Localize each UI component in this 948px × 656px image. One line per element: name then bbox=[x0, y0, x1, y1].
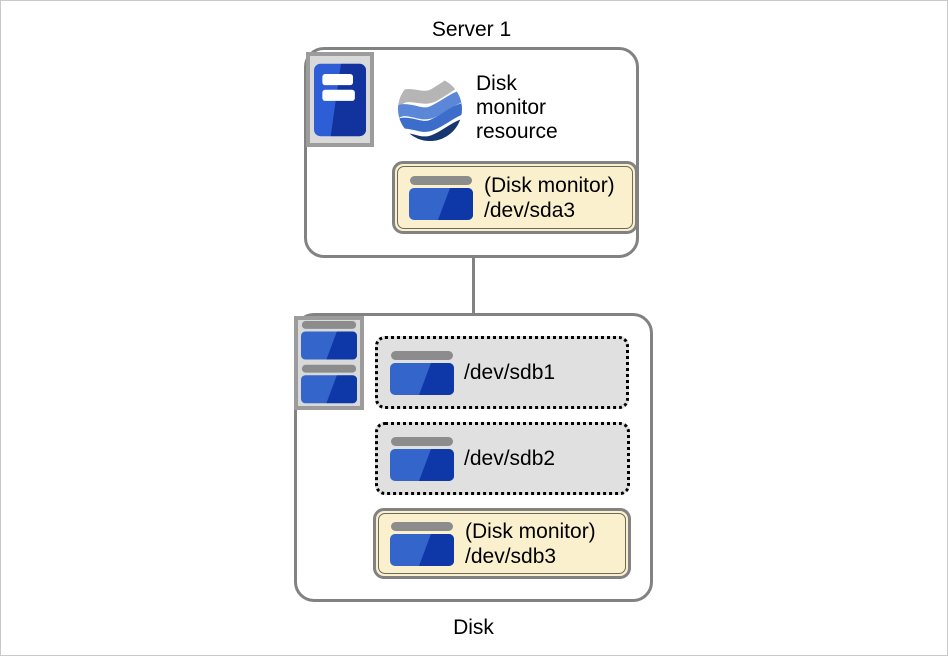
sdb1-partition-box: /dev/sdb1 bbox=[375, 336, 629, 409]
sda3-monitor-inner: (Disk monitor) /dev/sda3 bbox=[397, 166, 633, 229]
sdb2-partition-box: /dev/sdb2 bbox=[375, 422, 630, 495]
server-tower-glyph bbox=[314, 63, 366, 137]
globe-waves-glyph bbox=[398, 77, 462, 141]
sda3-monitor-box: (Disk monitor) /dev/sda3 bbox=[392, 161, 638, 234]
sda3-device-label: /dev/sda3 bbox=[484, 198, 576, 222]
sdb3-monitor-tag: (Disk monitor) bbox=[465, 519, 596, 543]
disk-stack-icon bbox=[294, 316, 364, 410]
server-title: Server 1 bbox=[431, 18, 512, 41]
sda3-monitor-text: (Disk monitor) /dev/sda3 bbox=[484, 173, 615, 223]
sdb3-device-label: /dev/sdb3 bbox=[465, 544, 557, 568]
disk-title: Disk bbox=[453, 616, 494, 639]
disk-icon bbox=[390, 437, 454, 481]
sdb1-device-label: /dev/sdb1 bbox=[464, 361, 556, 384]
server-tower-icon bbox=[306, 52, 374, 147]
disk-stack-glyph bbox=[301, 321, 357, 405]
disk-monitor-globe-icon bbox=[398, 77, 462, 141]
disk-monitor-resource-label: Disk monitor resource bbox=[476, 72, 558, 143]
sdb3-monitor-inner: (Disk monitor) /dev/sdb3 bbox=[378, 513, 626, 574]
sdb2-device-label: /dev/sdb2 bbox=[464, 447, 556, 470]
disk-icon bbox=[409, 176, 473, 220]
sda3-monitor-tag: (Disk monitor) bbox=[484, 173, 615, 197]
disk-icon bbox=[390, 522, 454, 566]
sdb3-monitor-box: (Disk monitor) /dev/sdb3 bbox=[373, 508, 631, 579]
disk-icon bbox=[390, 351, 454, 395]
server-disk-connector-line bbox=[472, 257, 475, 315]
sdb3-monitor-text: (Disk monitor) /dev/sdb3 bbox=[465, 519, 596, 569]
